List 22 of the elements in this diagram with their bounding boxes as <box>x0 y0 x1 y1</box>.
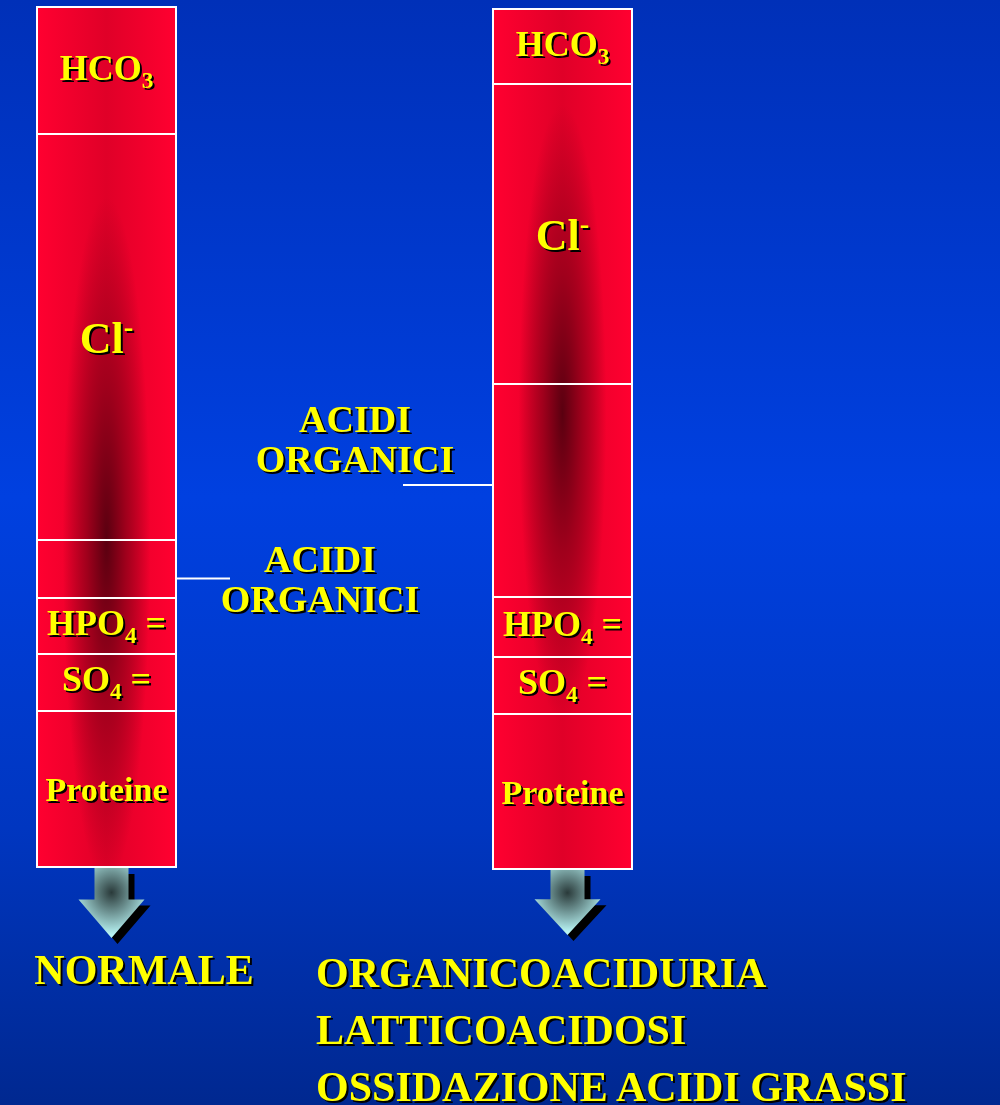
ion-label: HPO$_{4}$ = <box>46 604 167 648</box>
caption-label: ACIDI ORGANICI <box>254 400 456 480</box>
ion-label: Cl$^{-}$ <box>79 313 134 361</box>
anion-gap-column <box>36 6 177 868</box>
ion-label: Proteine <box>501 775 624 810</box>
ion-label: Proteine <box>45 773 168 807</box>
leader-line <box>176 577 231 580</box>
ion-label: HCO$_{3}$ <box>59 50 154 93</box>
condition-label: LATTICOACIDOSI <box>316 1006 687 1056</box>
ion-label: HPO$_{4}$ = <box>502 605 623 649</box>
caption-label: NORMALE <box>34 948 254 993</box>
ion-label: SO$_{4}$ = <box>517 664 608 707</box>
condition-label: OSSIDAZIONE ACIDI GRASSI <box>316 1063 907 1105</box>
block-arrow <box>534 870 607 941</box>
block-arrow <box>78 868 151 944</box>
ion-label: HCO$_{3}$ <box>515 26 610 69</box>
caption-label: ACIDI ORGANICI <box>219 540 421 620</box>
condition-label: ORGANICOACIDURIA <box>316 949 767 998</box>
ion-label: SO$_{4}$ = <box>61 661 152 704</box>
leader-line <box>402 484 493 486</box>
anion-gap-column <box>492 8 633 870</box>
ion-label: Cl$^{-}$ <box>535 210 590 258</box>
